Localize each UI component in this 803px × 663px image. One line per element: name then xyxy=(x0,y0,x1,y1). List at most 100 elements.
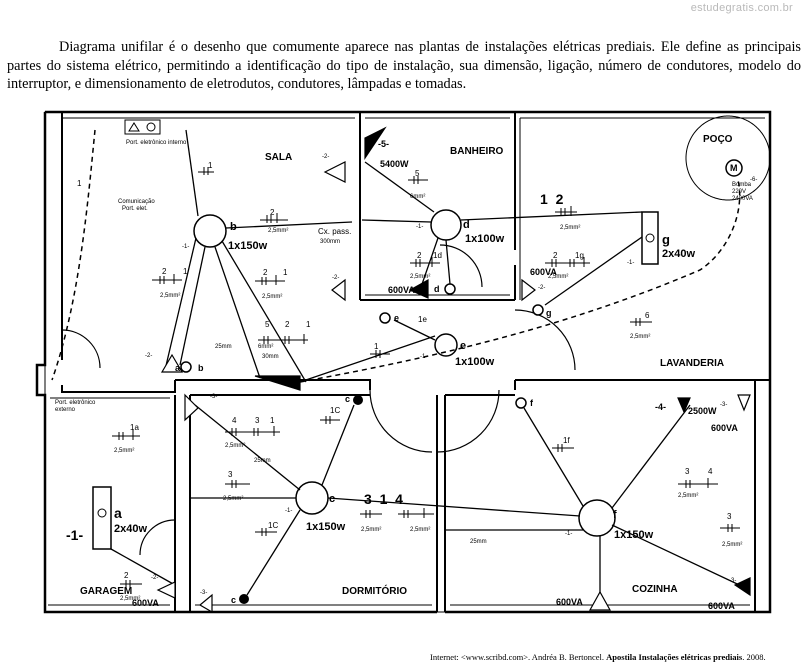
mm2-coz-b: 2,5mm² xyxy=(722,542,742,548)
footer-citation: Internet: <www.scribd.com>. Andréa B. Be… xyxy=(430,652,766,662)
room-poco: POÇO xyxy=(703,134,733,145)
footer-title: Apostila Instalações elétricas prediais xyxy=(606,652,743,662)
label-port-externo-1: Port. eletrônico xyxy=(55,400,96,406)
mm2-dorm-b: 2,5mm² xyxy=(223,496,243,502)
circuit-5-banheiro: 5 xyxy=(415,169,420,178)
point-e-switch: e xyxy=(394,313,399,323)
marker-minus2-sala-b: -2- xyxy=(332,275,339,281)
mm2-lav-b: 2,5mm² xyxy=(630,334,650,340)
motor-icon xyxy=(725,159,743,177)
walls xyxy=(35,110,772,614)
point-c-switch-2: c xyxy=(231,595,236,605)
point-d-switch: d xyxy=(434,284,440,294)
room-sala: SALA xyxy=(265,152,292,163)
fixture-a xyxy=(92,486,112,550)
point-f: f xyxy=(613,509,617,521)
circuit-1f: 1f xyxy=(563,436,570,445)
lamp-c-rating: 1x150w xyxy=(306,521,346,533)
point-d: d xyxy=(463,219,470,231)
marker-minus1-banheiro: -1- xyxy=(416,224,423,230)
rating-600va-coz-c: 600VA xyxy=(708,601,735,611)
label-bomba-1: Bomba xyxy=(732,182,752,188)
rating-5400w: 5400W xyxy=(380,159,409,169)
circuit-314: 3 1 4 xyxy=(364,491,403,507)
circuit-2-sala: 2 xyxy=(270,208,275,217)
intro-paragraph: Diagrama unifilar é o desenho que comume… xyxy=(7,39,801,92)
circuit-1-sala-b: 1 xyxy=(306,320,311,329)
point-c-switch: c xyxy=(345,394,350,404)
circuit-1a: 1a xyxy=(130,423,139,432)
label-comunicacao-2: Port. elet. xyxy=(122,206,148,212)
point-b: b xyxy=(230,221,237,233)
lamp-d xyxy=(430,209,462,241)
motor-label: M xyxy=(730,163,738,173)
circuit-1-sala-left: 1 xyxy=(183,267,188,276)
point-f-switch: f xyxy=(530,398,534,408)
single-line-diagram: SALA BANHEIRO POÇO LAVANDERIA DORMITÓRIO… xyxy=(35,110,772,614)
point-b-switch: b xyxy=(198,363,204,373)
circuit-1c-bottom: 1C xyxy=(268,521,278,530)
point-e: e xyxy=(460,340,466,352)
label-port-interno: Port. eletrônico interno xyxy=(126,140,187,146)
lamp-e xyxy=(434,333,458,357)
room-garagem: GARAGEM xyxy=(80,586,132,597)
mm2-dorm: 2,5mm² xyxy=(225,443,245,449)
mm-25-sala: 25mm xyxy=(215,344,232,350)
mm2-lav-c: 2,5mm² xyxy=(548,274,568,280)
lamp-g-rating: 2x40w xyxy=(662,248,695,260)
marker-minus6: -6- xyxy=(750,177,757,183)
circuit-1-sala: 1 xyxy=(208,161,213,170)
marker-minus1-sala: -1- xyxy=(182,244,189,250)
mm2-6-banheiro: 6mm² xyxy=(410,194,425,200)
circuit-1-sala-mid: 1 xyxy=(283,268,288,277)
label-cx-pass-size: 300mm xyxy=(320,239,340,245)
mm-25-coz: 25mm xyxy=(470,539,487,545)
marker-minus2-sala: -2- xyxy=(322,154,329,160)
circuit-1c-top: 1C xyxy=(330,406,340,415)
mm-30-sala: 30mm xyxy=(262,354,279,360)
room-cozinha: COZINHA xyxy=(632,584,678,595)
marker-minus3-coz: -3- xyxy=(720,402,727,408)
circuit-12: 1 2 xyxy=(540,191,564,207)
rating-minus5: -5- xyxy=(378,139,389,149)
marker-minus1-gar: -1- xyxy=(66,527,83,543)
marker-minus1-coz: -1- xyxy=(565,531,572,537)
door-arcs xyxy=(61,244,576,556)
point-g: g xyxy=(662,232,670,247)
footer-prefix: Internet: <www.scribd.com>. Andréa B. Be… xyxy=(430,652,605,662)
mm2-lav: 2,5mm² xyxy=(560,225,580,231)
switch-e xyxy=(379,312,391,324)
rating-600va-coz-b: 600VA xyxy=(556,597,583,607)
lamp-c xyxy=(295,481,329,515)
marker-minus3-coz-b: -3- xyxy=(729,578,736,584)
mm2-coz: 2,5mm² xyxy=(678,493,698,499)
label-bomba-3: 2400VA xyxy=(732,196,753,202)
marker-minus2-gar: -2- xyxy=(151,575,158,581)
switch-d xyxy=(444,283,456,295)
label-bomba-2: 220V xyxy=(732,189,746,195)
switch-c-bottom xyxy=(239,594,249,604)
lamp-b-rating: 1x150w xyxy=(228,240,268,252)
mm2-banheiro: 2,5mm² xyxy=(410,274,430,280)
marker-minus1-dorm: -1- xyxy=(285,508,292,514)
circuit-2-lav: 2 xyxy=(553,251,558,260)
point-g-switch: g xyxy=(546,308,552,318)
point-a-switch: a xyxy=(175,363,181,373)
dashed-circuits xyxy=(51,129,741,383)
point-c: c xyxy=(329,493,335,505)
outlets xyxy=(156,126,751,614)
circuit-2-gar: 2 xyxy=(124,571,129,580)
circuit-3-dorm-b: 3 xyxy=(228,470,233,479)
lamp-a-rating: 2x40w xyxy=(114,523,147,535)
rating-600va-gar: 600VA xyxy=(132,598,159,608)
lamp-f xyxy=(578,499,616,537)
mm2-6-sala: 6mm² xyxy=(258,344,273,350)
circuit-1-mid: 1 xyxy=(374,342,379,351)
footer-suffix: . 2008. xyxy=(742,652,766,662)
circuit-3-coz: 3 xyxy=(685,467,690,476)
mm2-garagem: 2,5mm² xyxy=(114,448,134,454)
circuit-2-sala-mid: 2 xyxy=(263,268,268,277)
switch-f xyxy=(515,397,527,409)
conductor-marks xyxy=(112,167,740,588)
label-cx-pass: Cx. pass. xyxy=(318,227,351,236)
